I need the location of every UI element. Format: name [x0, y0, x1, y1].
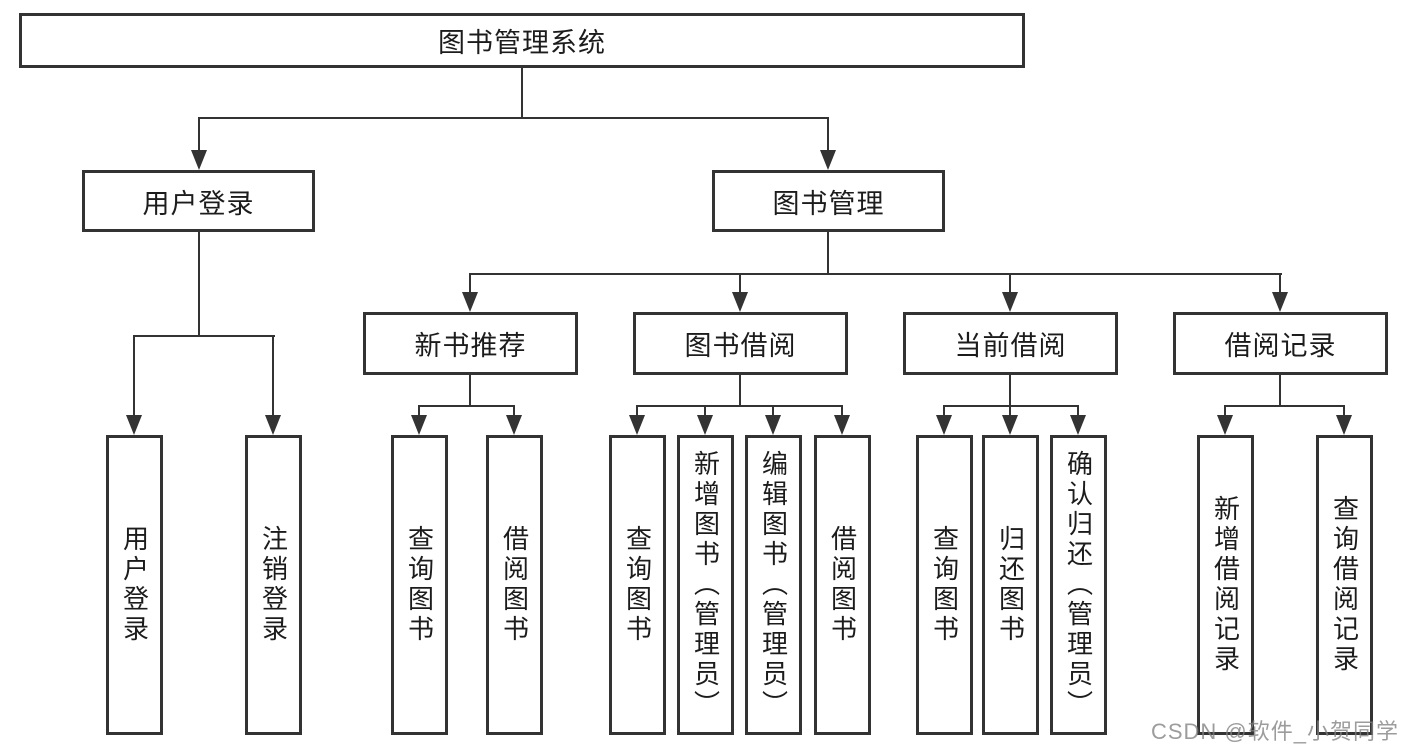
arrow-down-icon: [462, 292, 478, 312]
node-book-management: 图书管理: [712, 170, 945, 232]
watermark: CSDN @软件_小贺同学: [1150, 719, 1399, 744]
node-user-login: 用户登录: [82, 170, 315, 232]
arrow-down-icon: [506, 415, 522, 435]
connector: [827, 232, 829, 273]
connector: [841, 405, 843, 416]
arrow-down-icon: [265, 415, 281, 435]
arrow-down-icon: [765, 415, 781, 435]
connector: [469, 273, 1282, 275]
node-label: 借阅图书: [499, 525, 530, 645]
connector: [469, 375, 471, 405]
node-label: 查询图书: [622, 525, 653, 645]
connector: [636, 405, 843, 407]
connector: [1009, 405, 1011, 416]
node-label: 新增借阅记录: [1210, 495, 1241, 675]
arrow-down-icon: [820, 150, 836, 170]
leaf-return-book: 归还图书: [982, 435, 1039, 735]
arrow-down-icon: [191, 150, 207, 170]
node-label: 查询图书: [929, 525, 960, 645]
arrow-down-icon: [1217, 415, 1233, 435]
connector: [1009, 273, 1011, 293]
connector: [1279, 273, 1281, 293]
node-book-borrow: 图书借阅: [633, 312, 848, 375]
node-label: 图书管理系统: [438, 28, 606, 58]
connector: [198, 117, 829, 119]
connector: [418, 405, 420, 416]
connector: [943, 405, 1079, 407]
connector: [1077, 405, 1079, 416]
arrow-down-icon: [1336, 415, 1352, 435]
leaf-user-login: 用户登录: [106, 435, 163, 735]
leaf-add-borrow-record: 新增借阅记录: [1197, 435, 1254, 735]
node-new-book-recommend: 新书推荐: [363, 312, 578, 375]
connector: [1009, 375, 1011, 405]
leaf-logout: 注销登录: [245, 435, 302, 735]
connector: [1224, 405, 1345, 407]
node-label: 借阅图书: [827, 525, 858, 645]
node-label: 编辑图书（管理员）: [758, 450, 789, 720]
node-label: 当前借阅: [954, 331, 1067, 361]
connector: [943, 405, 945, 416]
node-label: 新书推荐: [414, 331, 527, 361]
node-label: 图书借阅: [684, 331, 797, 361]
connector: [704, 405, 706, 416]
node-label: 归还图书: [995, 525, 1026, 645]
arrow-down-icon: [1002, 292, 1018, 312]
connector: [513, 405, 515, 416]
leaf-confirm-return-admin: 确认归还（管理员）: [1050, 435, 1107, 735]
connector: [198, 232, 200, 335]
connector: [133, 335, 135, 416]
node-label: 新增图书（管理员）: [690, 450, 721, 720]
connector: [418, 405, 515, 407]
connector: [636, 405, 638, 416]
connector: [739, 273, 741, 293]
node-label: 确认归还（管理员）: [1063, 450, 1094, 720]
node-current-borrow: 当前借阅: [903, 312, 1118, 375]
leaf-query-borrow-record: 查询借阅记录: [1316, 435, 1373, 735]
arrow-down-icon: [697, 415, 713, 435]
arrow-down-icon: [126, 415, 142, 435]
node-label: 用户登录: [142, 188, 255, 219]
arrow-down-icon: [732, 292, 748, 312]
arrow-down-icon: [1070, 415, 1086, 435]
node-label: 借阅记录: [1224, 331, 1337, 361]
connector: [198, 117, 200, 151]
connector: [1224, 405, 1226, 416]
leaf-query-books-borrow: 查询图书: [609, 435, 666, 735]
arrow-down-icon: [834, 415, 850, 435]
connector: [133, 335, 275, 337]
leaf-borrow-books-borrow: 借阅图书: [814, 435, 871, 735]
node-label: 图书管理: [772, 188, 885, 219]
arrow-down-icon: [1272, 292, 1288, 312]
connector: [772, 405, 774, 416]
leaf-borrow-books-recommend: 借阅图书: [486, 435, 543, 735]
connector: [469, 273, 471, 293]
connector: [272, 335, 274, 416]
arrow-down-icon: [629, 415, 645, 435]
node-root-book-management-system: 图书管理系统: [19, 13, 1025, 68]
leaf-add-book-admin: 新增图书（管理员）: [677, 435, 734, 735]
connector: [739, 375, 741, 405]
connector: [1343, 405, 1345, 416]
node-label: 查询借阅记录: [1329, 495, 1360, 675]
node-label: 查询图书: [404, 525, 435, 645]
arrow-down-icon: [936, 415, 952, 435]
connector: [521, 68, 523, 117]
arrow-down-icon: [411, 415, 427, 435]
leaf-query-books-recommend: 查询图书: [391, 435, 448, 735]
leaf-query-books-current: 查询图书: [916, 435, 973, 735]
node-label: 注销登录: [258, 525, 289, 645]
node-label: 用户登录: [119, 525, 150, 645]
leaf-edit-book-admin: 编辑图书（管理员）: [745, 435, 802, 735]
connector: [1279, 375, 1281, 405]
arrow-down-icon: [1002, 415, 1018, 435]
node-borrow-records: 借阅记录: [1173, 312, 1388, 375]
connector: [827, 117, 829, 151]
